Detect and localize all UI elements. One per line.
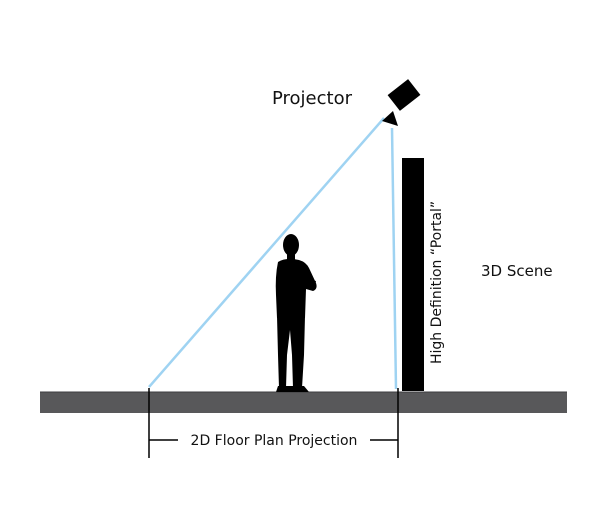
floor-plan-dimension [148,388,399,458]
floor-projection-label: 2D Floor Plan Projection [191,433,358,449]
projector-beam-portal [390,127,398,390]
projector-label: Projector [272,88,353,109]
projector-beam-floor [148,117,385,388]
projector-icon [382,79,421,126]
scene-label: 3D Scene [481,262,553,280]
floor-slab [40,392,567,413]
person-silhouette-icon [275,234,317,392]
portal-label: High Definition “Portal” [429,201,445,364]
portal-screen [402,158,424,391]
